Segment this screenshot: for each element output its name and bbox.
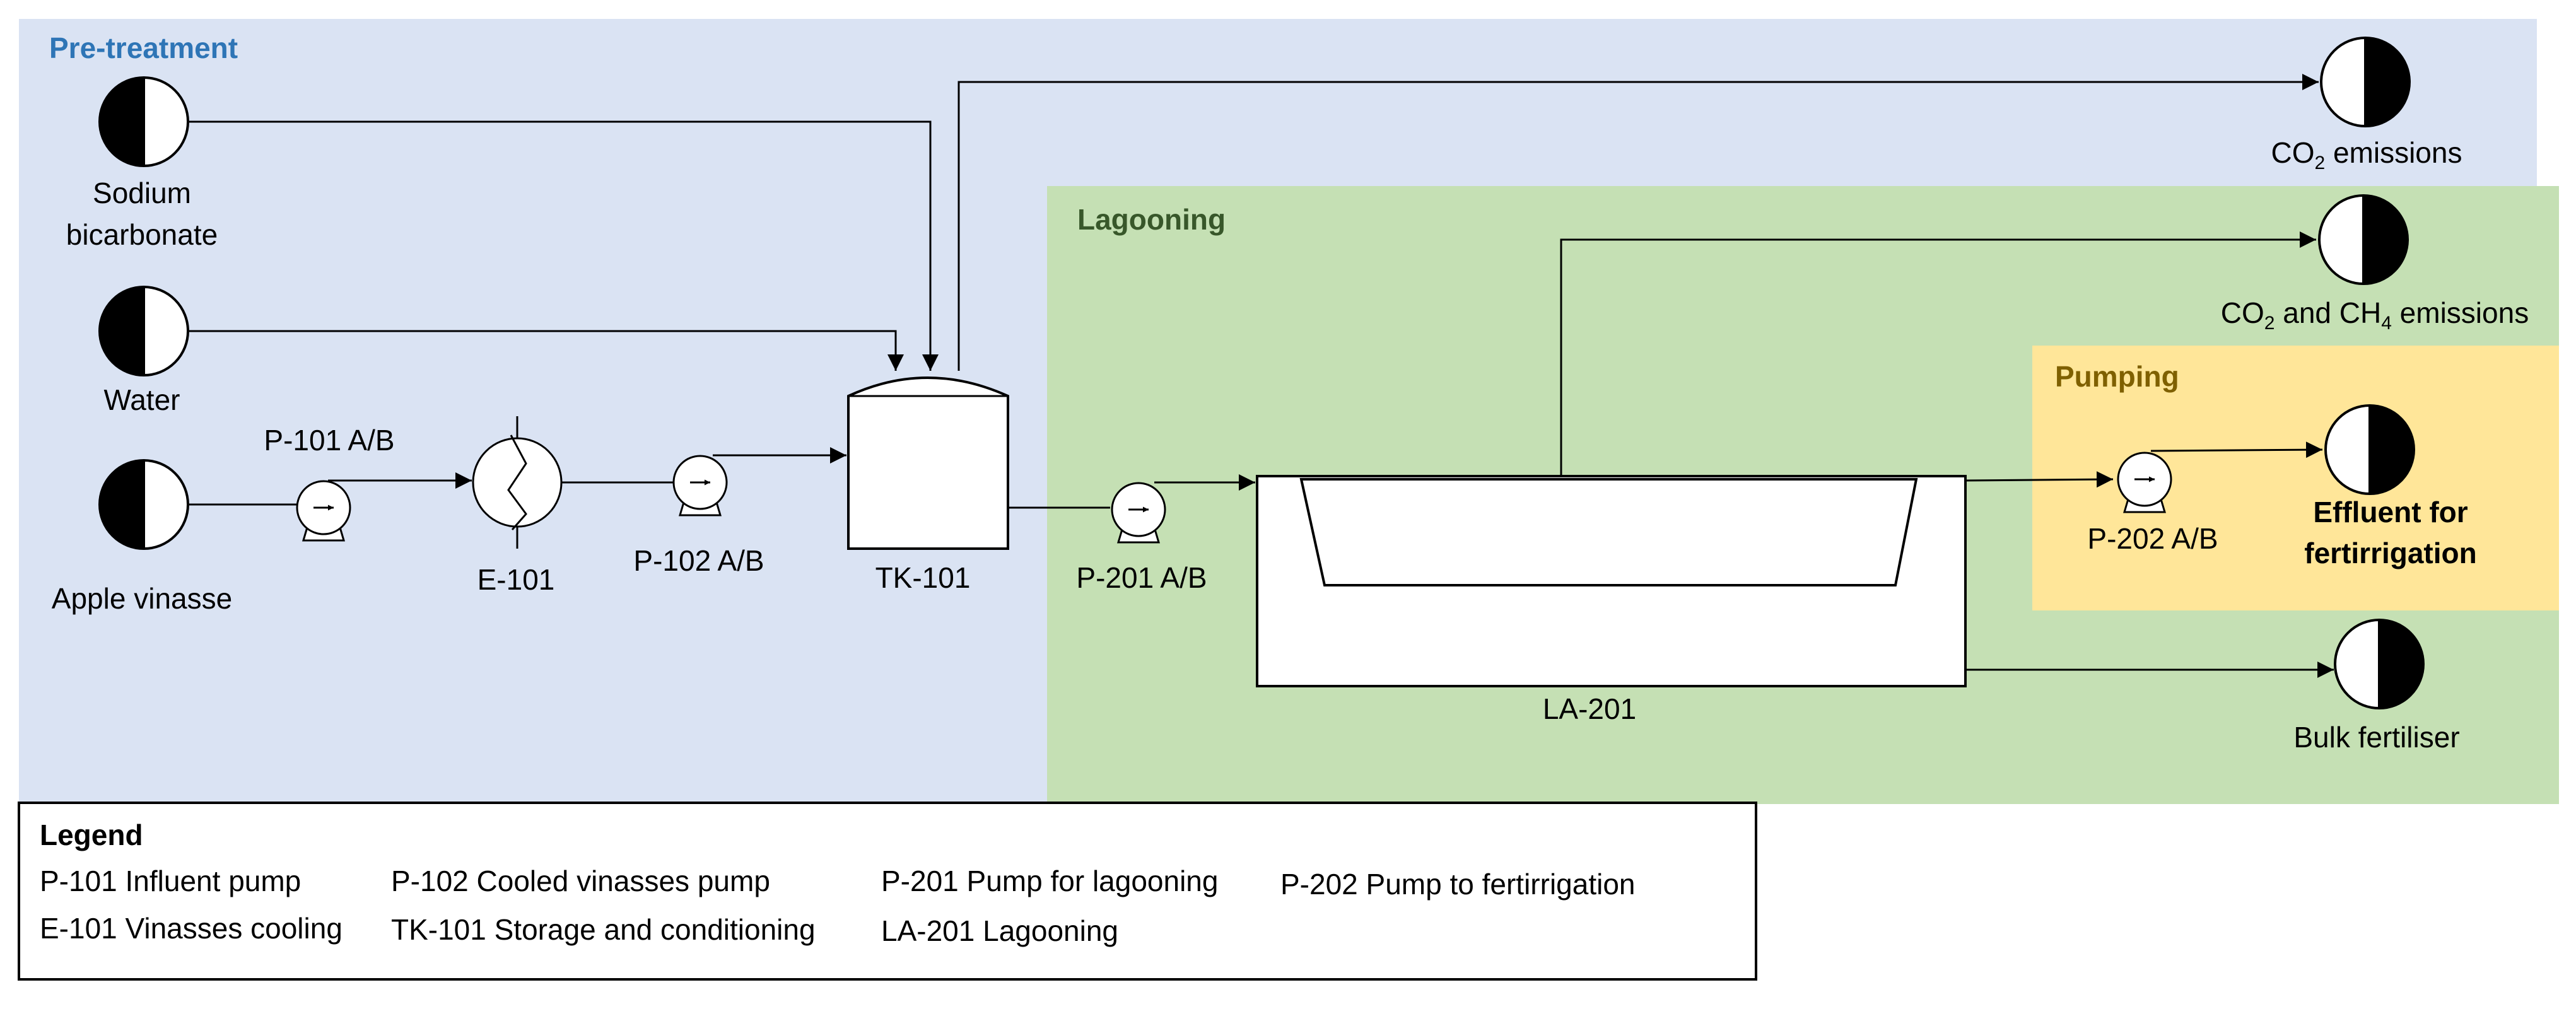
stream-tk101-to-co2 <box>957 74 2319 371</box>
label-p201: P-201 A/B <box>1076 561 1207 594</box>
heat-exchanger-icon <box>472 416 563 549</box>
half-filled-circle-icon <box>2318 194 2409 285</box>
input-label-sodium-bicarbonate-line2: bicarbonate <box>66 218 218 251</box>
half-filled-circle-icon <box>98 76 189 167</box>
half-filled-circle-icon <box>98 459 189 550</box>
output-label-co2-ch4: CO2 and CH4 emissions <box>2221 296 2529 334</box>
stream-water <box>189 330 904 371</box>
label-p101: P-101 A/B <box>264 424 394 457</box>
input-label-apple-vinasse: Apple vinasse <box>52 582 232 615</box>
label-p102: P-102 A/B <box>633 544 764 577</box>
lagoon-icon <box>1256 475 1967 687</box>
input-label-water: Water <box>104 383 180 416</box>
lagooning-title: Lagooning <box>1077 203 1226 236</box>
centrifugal-pump-icon <box>1111 482 1166 544</box>
legend-item: E-101 Vinasses cooling <box>40 912 342 945</box>
centrifugal-pump-icon <box>296 480 351 542</box>
legend-title: Legend <box>40 819 143 851</box>
storage-tank-icon <box>847 376 1009 550</box>
half-filled-circle-icon <box>98 286 189 376</box>
label-tk101: TK-101 <box>875 561 971 594</box>
stream-la201-to-p202 <box>1964 471 2114 488</box>
output-label-co2: CO2 emissions <box>2271 136 2462 173</box>
pretreatment-title: Pre-treatment <box>49 32 238 64</box>
legend-item: P-101 Influent pump <box>40 865 301 897</box>
half-filled-circle-icon <box>2334 619 2425 709</box>
legend-item: P-201 Pump for lagooning <box>881 865 1218 897</box>
input-label-sodium-bicarbonate-line1: Sodium <box>93 177 191 209</box>
label-p202: P-202 A/B <box>2087 522 2218 555</box>
output-label-effluent-line1: Effluent for <box>2313 496 2468 528</box>
half-filled-circle-icon <box>2320 37 2411 127</box>
centrifugal-pump-icon <box>672 455 728 516</box>
label-e101: E-101 <box>477 563 555 596</box>
output-label-effluent-line2: fertirrigation <box>2304 537 2476 569</box>
label-la201: LA-201 <box>1543 692 1636 725</box>
stream-sodium-bicarbonate <box>189 120 939 371</box>
half-filled-circle-icon <box>2324 404 2415 495</box>
centrifugal-pump-icon <box>2117 452 2172 513</box>
stream-p202-to-effluent <box>2150 441 2323 458</box>
legend-item: P-202 Pump to fertirrigation <box>1280 868 1636 901</box>
legend-item: TK-101 Storage and conditioning <box>391 913 816 946</box>
pumping-title: Pumping <box>2055 360 2179 393</box>
legend-item: LA-201 Lagooning <box>881 914 1118 947</box>
legend: Legend P-101 Influent pump P-102 Cooled … <box>18 802 1757 981</box>
output-label-bulk-fertiliser: Bulk fertiliser <box>2293 721 2459 754</box>
legend-item: P-102 Cooled vinasses pump <box>391 865 770 897</box>
stream-la201-to-co2-ch4 <box>1560 231 2316 476</box>
